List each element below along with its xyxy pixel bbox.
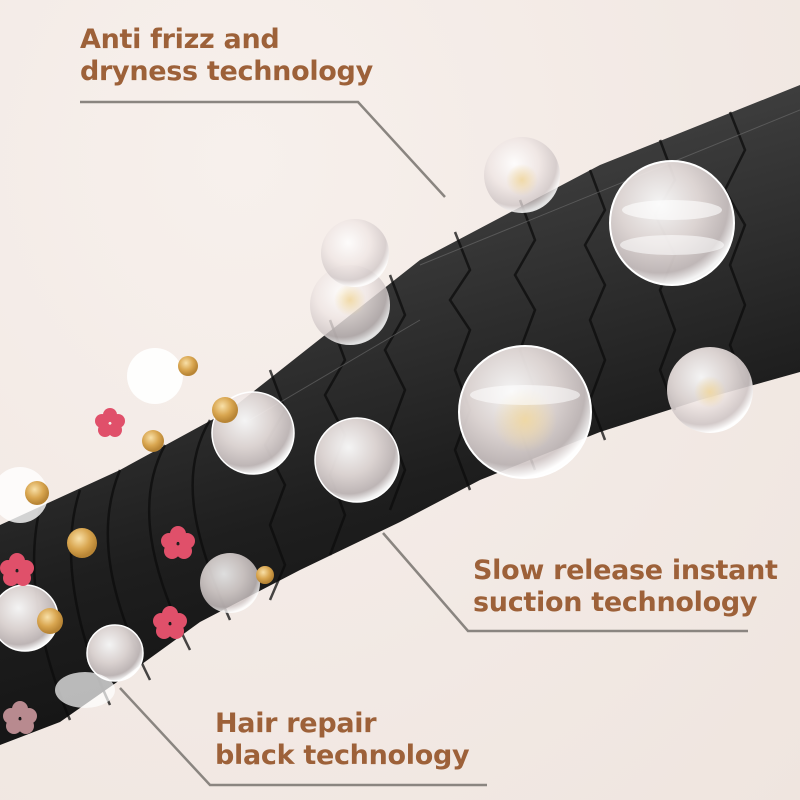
- label-line: dryness technology: [80, 56, 373, 87]
- label-line: Hair repair: [215, 708, 377, 739]
- bubble-icon: [127, 348, 183, 404]
- bubble-icon: [458, 345, 592, 479]
- bubble-icon: [0, 467, 48, 523]
- label-line: suction technology: [473, 587, 758, 618]
- label-line: Anti frizz and: [80, 24, 280, 55]
- flower-icon: [95, 408, 125, 437]
- bubble-icon: [200, 553, 260, 613]
- label-anti-frizz: Anti frizz and dryness technology: [80, 24, 373, 88]
- label-hair-repair: Hair repair black technology: [215, 708, 470, 772]
- bubble-icon: [609, 160, 735, 286]
- pink-flowers: [0, 408, 195, 734]
- label-line: black technology: [215, 740, 470, 771]
- flower-icon: [153, 606, 187, 639]
- bubble-icon: [310, 265, 390, 345]
- flower-icon: [3, 701, 37, 734]
- bubble-icon: [321, 219, 389, 287]
- bubble-icon: [484, 137, 560, 213]
- bubble-icon: [55, 672, 115, 708]
- label-slow-release: Slow release instant suction technology: [473, 555, 778, 619]
- leader-lines: [80, 100, 748, 787]
- leader-line-bottom: [119, 687, 487, 787]
- leader-line-top: [80, 100, 446, 198]
- bubble-icon: [667, 347, 753, 433]
- label-line: Slow release instant: [473, 555, 778, 586]
- bubble-icon: [314, 417, 400, 503]
- flower-icon: [0, 553, 34, 586]
- gold-beads: [25, 356, 274, 634]
- flower-icon: [161, 526, 195, 559]
- bubble-icon: [86, 624, 144, 682]
- leader-line-middle: [382, 532, 748, 633]
